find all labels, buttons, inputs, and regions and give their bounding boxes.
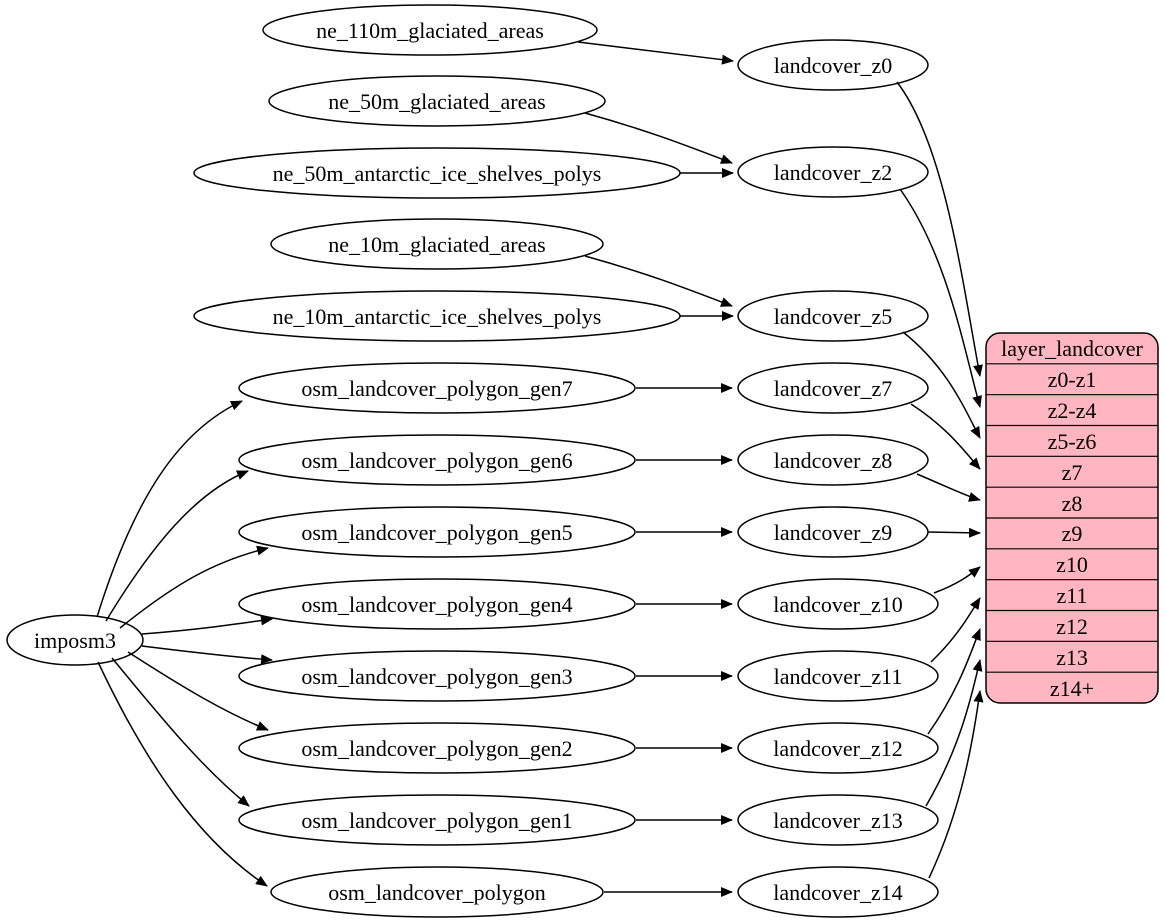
edge-landcover-z2--row-z2-z4 — [899, 188, 982, 408]
node-label: osm_landcover_polygon_gen2 — [301, 736, 572, 761]
node-landcover-z2: landcover_z2 — [737, 146, 929, 198]
edge-ne-50m-glaciated-areas--landcover-z2 — [584, 112, 733, 164]
node-landcover-z9: landcover_z9 — [737, 506, 929, 558]
edge-landcover-z0--row-z0-z1 — [896, 81, 983, 377]
node-osm-landcover-polygon-gen7: osm_landcover_polygon_gen7 — [238, 362, 636, 414]
edge-imposm3--osm-landcover-polygon-gen5 — [119, 545, 269, 629]
edge-landcover-z11--row-z11 — [930, 597, 981, 663]
record-row-z9: z9 — [1062, 521, 1083, 546]
node-landcover-z12: landcover_z12 — [737, 722, 939, 774]
record-title: layer_landcover — [1001, 336, 1143, 361]
node-label: landcover_z11 — [774, 664, 903, 689]
node-label: osm_landcover_polygon — [328, 880, 546, 905]
node-osm-landcover-polygon-gen1: osm_landcover_polygon_gen1 — [238, 794, 636, 846]
node-label: landcover_z2 — [774, 160, 893, 185]
node-osm-landcover-polygon-gen4: osm_landcover_polygon_gen4 — [238, 578, 636, 630]
edge-imposm3--osm-landcover-polygon-gen7 — [96, 400, 243, 618]
node-ne-50m-antarctic-ice-shelves-polys: ne_50m_antarctic_ice_shelves_polys — [193, 147, 681, 199]
edge-landcover-z14--row-z14plus — [928, 690, 984, 879]
node-imposm3: imposm3 — [6, 614, 144, 666]
node-landcover-z5: landcover_z5 — [737, 290, 929, 342]
node-osm-landcover-polygon-gen5: osm_landcover_polygon_gen5 — [238, 506, 636, 558]
node-ne-50m-glaciated-areas: ne_50m_glaciated_areas — [268, 75, 606, 127]
node-label: landcover_z12 — [773, 736, 903, 761]
record-row-z0-z1: z0-z1 — [1048, 367, 1097, 392]
edge-imposm3--osm-landcover-polygon-gen4 — [141, 615, 273, 635]
record-row-z5-z6: z5-z6 — [1048, 429, 1097, 454]
edges — [96, 41, 984, 897]
node-label: ne_50m_antarctic_ice_shelves_polys — [273, 161, 602, 186]
node-landcover-z14: landcover_z14 — [737, 866, 939, 918]
node-label: ne_10m_antarctic_ice_shelves_polys — [273, 304, 602, 329]
node-label: ne_110m_glaciated_areas — [316, 18, 544, 43]
record-row-z8: z8 — [1062, 491, 1083, 516]
node-label: landcover_z13 — [773, 808, 903, 833]
edge-landcover-z9--row-z9 — [927, 527, 981, 538]
record-row-z14plus: z14+ — [1050, 676, 1094, 701]
record-row-z10: z10 — [1056, 552, 1088, 577]
node-label: osm_landcover_polygon_gen5 — [301, 520, 572, 545]
node-label: landcover_z10 — [773, 592, 903, 617]
node-landcover-z13: landcover_z13 — [737, 794, 939, 846]
record-row-z13: z13 — [1056, 645, 1088, 670]
node-label: ne_10m_glaciated_areas — [328, 232, 545, 257]
edge-landcover-z12--row-z12 — [927, 628, 981, 735]
edge-imposm3--osm-landcover-polygon-gen6 — [105, 470, 249, 622]
node-label: osm_landcover_polygon_gen3 — [301, 664, 572, 689]
edge-landcover-z7--row-z7 — [910, 403, 981, 470]
node-label: osm_landcover_polygon_gen4 — [301, 592, 572, 617]
node-landcover-z8: landcover_z8 — [737, 434, 929, 486]
edge-landcover-z13--row-z13 — [925, 659, 983, 807]
node-landcover-z7: landcover_z7 — [737, 362, 929, 414]
edge-ne-10m-glaciated-areas--landcover-z5 — [584, 255, 733, 307]
edge-landcover-z5--row-z5-z6 — [902, 331, 981, 439]
node-ne-10m-antarctic-ice-shelves-polys: ne_10m_antarctic_ice_shelves_polys — [193, 290, 681, 342]
node-label: osm_landcover_polygon_gen1 — [301, 808, 572, 833]
node-label: landcover_z7 — [774, 376, 893, 401]
edge-landcover-z10--row-z10 — [933, 566, 981, 594]
node-landcover-z11: landcover_z11 — [737, 650, 939, 702]
node-landcover-z10: landcover_z10 — [737, 578, 939, 630]
edge-ne-110m-glaciated-areas--landcover-z0 — [577, 41, 734, 65]
node-label: landcover_z5 — [774, 304, 893, 329]
node-landcover-z0: landcover_z0 — [737, 39, 929, 91]
node-osm-landcover-polygon: osm_landcover_polygon — [270, 866, 604, 918]
record-row-z11: z11 — [1057, 583, 1088, 608]
edge-imposm3--osm-landcover-polygon-gen2 — [127, 651, 269, 731]
node-label: landcover_z8 — [774, 448, 893, 473]
node-ne-10m-glaciated-areas: ne_10m_glaciated_areas — [270, 218, 604, 270]
node-osm-landcover-polygon-gen6: osm_landcover_polygon_gen6 — [238, 434, 636, 486]
record-layer-landcover: layer_landcover z0-z1 z2-z4 z5-z6 z7 z8 … — [985, 332, 1159, 704]
node-label: osm_landcover_polygon_gen7 — [301, 376, 572, 401]
record-row-z7: z7 — [1062, 460, 1083, 485]
node-label: landcover_z14 — [773, 880, 903, 905]
node-ne-110m-glaciated-areas: ne_110m_glaciated_areas — [262, 4, 598, 56]
record-row-z2-z4: z2-z4 — [1048, 398, 1097, 423]
edge-imposm3--osm-landcover-polygon-gen3 — [141, 645, 273, 665]
node-osm-landcover-polygon-gen3: osm_landcover_polygon_gen3 — [238, 650, 636, 702]
node-label: landcover_z9 — [774, 520, 893, 545]
node-label: ne_50m_glaciated_areas — [328, 89, 545, 114]
node-label: osm_landcover_polygon_gen6 — [301, 448, 572, 473]
edge-imposm3--osm-landcover-polygon-gen1 — [111, 657, 250, 807]
edge-landcover-z8--row-z8 — [916, 473, 981, 502]
node-label: imposm3 — [34, 628, 116, 653]
edge-imposm3--osm-landcover-polygon — [97, 661, 268, 887]
node-osm-landcover-polygon-gen2: osm_landcover_polygon_gen2 — [238, 722, 636, 774]
node-label: landcover_z0 — [774, 53, 893, 78]
record-row-z12: z12 — [1056, 614, 1088, 639]
